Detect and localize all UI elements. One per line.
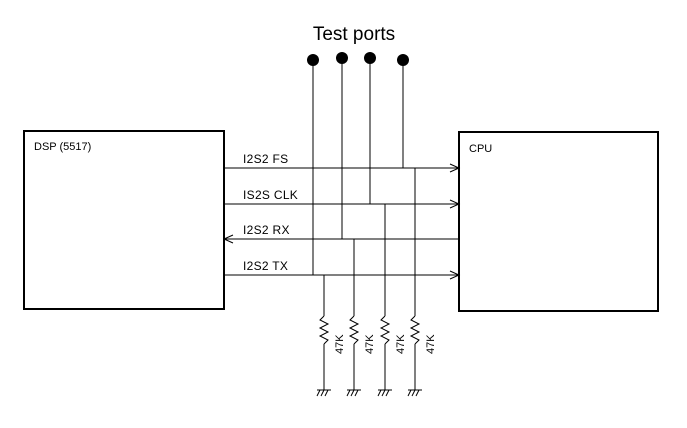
resistor-label-clk: 47K <box>395 334 407 354</box>
arrow-rx <box>222 234 234 244</box>
ground-hatch <box>346 389 351 397</box>
ground-hatch <box>350 389 355 397</box>
ground-hatch <box>411 389 416 397</box>
dsp-block <box>23 130 225 310</box>
ground-hatch <box>354 389 359 397</box>
cpu-block <box>458 131 659 312</box>
ground-hatch <box>415 389 420 397</box>
signal-label-clk: IS2S CLK <box>243 188 298 202</box>
resistor-fs <box>409 315 421 345</box>
ground-hatch <box>385 389 390 397</box>
ground-hatch <box>324 389 329 397</box>
arrow-tx <box>449 270 461 280</box>
pulldown-fs: 47K <box>403 167 437 397</box>
ground-hatch <box>377 389 382 397</box>
resistor-label-rx: 47K <box>364 334 376 354</box>
pulldown-clk: 47K <box>370 203 407 397</box>
arrow-fs <box>449 163 461 173</box>
ground-hatch <box>381 389 386 397</box>
resistor-label-fs: 47K <box>425 334 437 354</box>
pulldown-tx: 47K <box>313 274 346 397</box>
ground-hatch <box>316 389 321 397</box>
signal-label-fs: I2S2 FS <box>243 152 288 166</box>
resistor-rx <box>348 315 360 345</box>
test-ports-title: Test ports <box>313 24 395 45</box>
resistor-clk <box>379 315 391 345</box>
signal-label-tx: I2S2 TX <box>243 259 288 273</box>
resistor-label-tx: 47K <box>334 334 346 354</box>
ground-hatch <box>407 389 412 397</box>
signal-label-rx: I2S2 RX <box>243 223 290 237</box>
arrow-clk <box>449 199 461 209</box>
pulldown-rx: 47K <box>342 238 376 397</box>
cpu-label: CPU <box>469 143 492 155</box>
ground-hatch <box>320 389 325 397</box>
dsp-label: DSP (5517) <box>34 141 91 153</box>
test-ports <box>307 52 409 275</box>
resistor-tx <box>318 315 330 345</box>
